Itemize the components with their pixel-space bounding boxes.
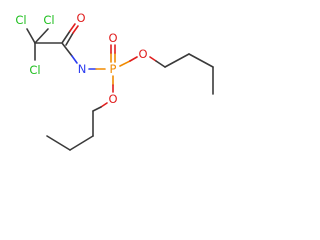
bond-p-o-right-red xyxy=(129,56,138,62)
atom-o-carbonyl: O xyxy=(76,11,85,25)
bond-c2-o-double-a xyxy=(61,30,71,44)
bond-c2-n-blue xyxy=(71,55,78,64)
bond-o-right-c-red xyxy=(149,56,157,62)
atom-p-center: P xyxy=(110,62,117,76)
bond-butyl-bottom-3 xyxy=(69,135,94,151)
bond-c2-o-double-b xyxy=(65,32,74,46)
bond-o-bottom-c-red xyxy=(100,102,108,108)
atom-cl-top-right: Cl xyxy=(43,13,54,27)
atom-n-amide: N xyxy=(78,62,87,76)
bond-butyl-bottom-4 xyxy=(46,135,71,151)
atom-o-ester-bottom: O xyxy=(108,92,117,106)
bond-c1-cl-top-right xyxy=(34,28,49,44)
atom-cl-top-left: Cl xyxy=(15,13,26,27)
bond-butyl-right-2 xyxy=(164,53,190,68)
bond-c2-o-red-b xyxy=(72,25,79,34)
molecule-structure-diagram: Cl Cl Cl O N P O O O xyxy=(15,11,214,151)
bond-c2-n xyxy=(61,42,73,57)
bond-c2-o-red-a xyxy=(69,23,76,32)
atom-cl-bottom: Cl xyxy=(29,63,40,77)
bond-p-o-right-orange xyxy=(119,60,131,67)
bond-c1-cl-top-left xyxy=(26,28,36,44)
atom-o-ester-right: O xyxy=(138,47,147,61)
atom-o-phosphoryl: O xyxy=(108,31,117,45)
bond-butyl-right-3 xyxy=(188,53,214,68)
bond-butyl-bottom-1 xyxy=(92,106,102,112)
bond-butyl-right-1 xyxy=(155,60,166,68)
